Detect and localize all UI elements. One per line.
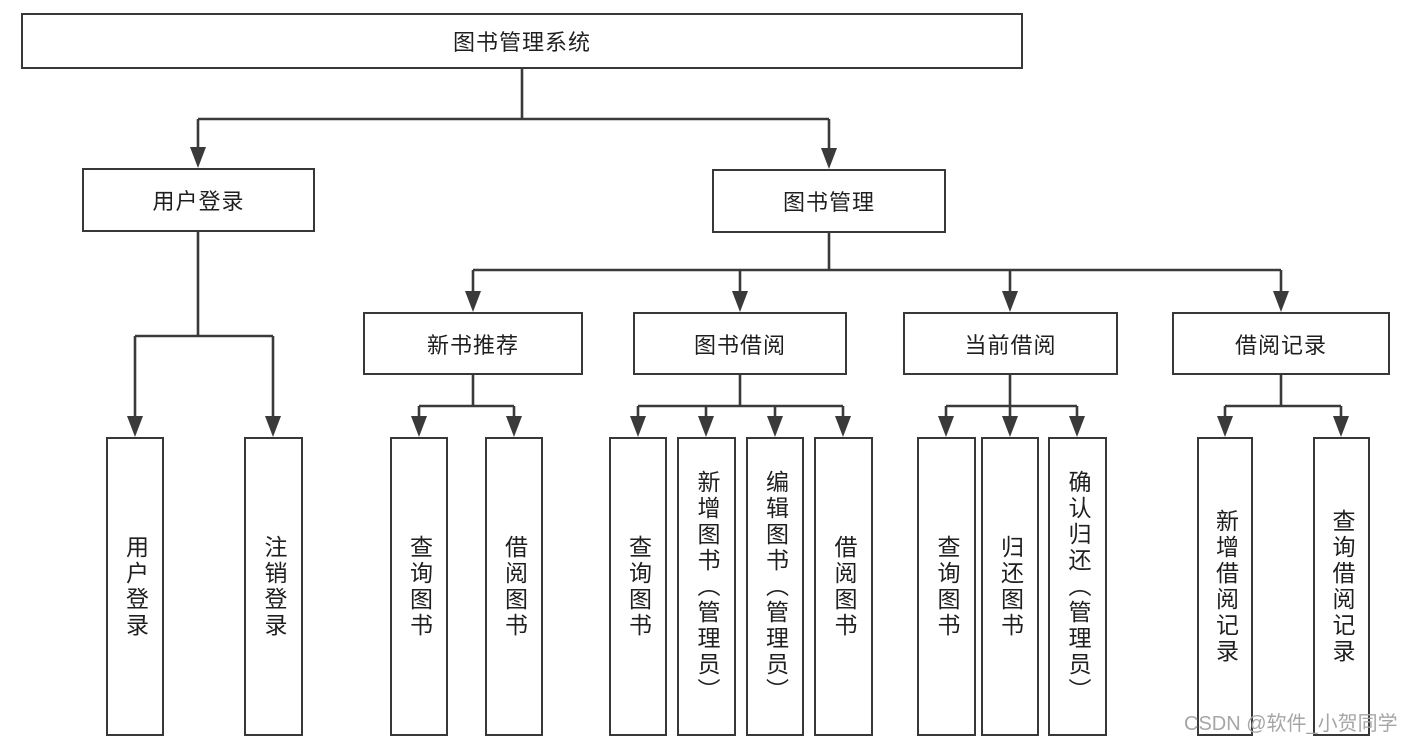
node-book-borrowing: 图书借阅 [633,312,847,375]
leaf-user-login: 用户登录 [106,437,164,736]
node-label: 查询图书 [934,534,960,639]
node-label: 当前借阅 [964,332,1057,358]
node-label: 图书借阅 [693,332,786,358]
leaf-query-borrow-record: 查询借阅记录 [1313,437,1370,736]
leaf-query-books-current: 查询图书 [917,437,976,736]
node-label: 查询借阅记录 [1329,508,1355,665]
node-book-management: 图书管理 [712,169,946,233]
node-label: 编辑图书（管理员） [762,469,789,704]
node-label: 图书管理 [782,190,875,215]
node-label: 用户登录 [122,534,149,639]
node-current-borrowing: 当前借阅 [903,312,1118,375]
leaf-logout: 注销登录 [244,437,303,736]
leaf-return-books: 归还图书 [981,437,1039,736]
leaf-confirm-return-admin: 确认归还（管理员） [1048,437,1107,736]
node-borrowing-records: 借阅记录 [1172,312,1390,375]
leaf-borrow-books-borrowing: 借阅图书 [814,437,873,736]
csdn-watermark: CSDN @软件_小贺同学 [1184,713,1398,735]
node-label: 注销登录 [261,534,287,639]
node-label: 查询图书 [625,534,652,639]
node-label: 归还图书 [997,534,1024,639]
node-user-login: 用户登录 [82,168,315,232]
node-label: 新书推荐 [426,332,519,358]
node-label: 图书管理系统 [452,30,591,55]
node-label: 新增图书（管理员） [694,469,720,704]
node-label: 用户登录 [152,189,245,214]
leaf-add-books-admin: 新增图书（管理员） [677,437,736,736]
leaf-add-borrow-record: 新增借阅记录 [1197,437,1253,736]
node-root-library-system: 图书管理系统 [21,13,1023,69]
node-label: 借阅记录 [1234,332,1327,358]
node-label: 查询图书 [406,534,433,639]
node-label: 确认归还（管理员） [1065,469,1091,704]
node-label: 新增借阅记录 [1212,508,1239,665]
node-new-book-recommend: 新书推荐 [363,312,583,375]
leaf-query-books-borrowing: 查询图书 [609,437,667,736]
node-label: 借阅图书 [831,534,857,639]
leaf-query-books-recommend: 查询图书 [390,437,448,736]
node-label: 借阅图书 [501,534,528,639]
leaf-edit-books-admin: 编辑图书（管理员） [746,437,804,736]
leaf-borrow-books-recommend: 借阅图书 [485,437,543,736]
